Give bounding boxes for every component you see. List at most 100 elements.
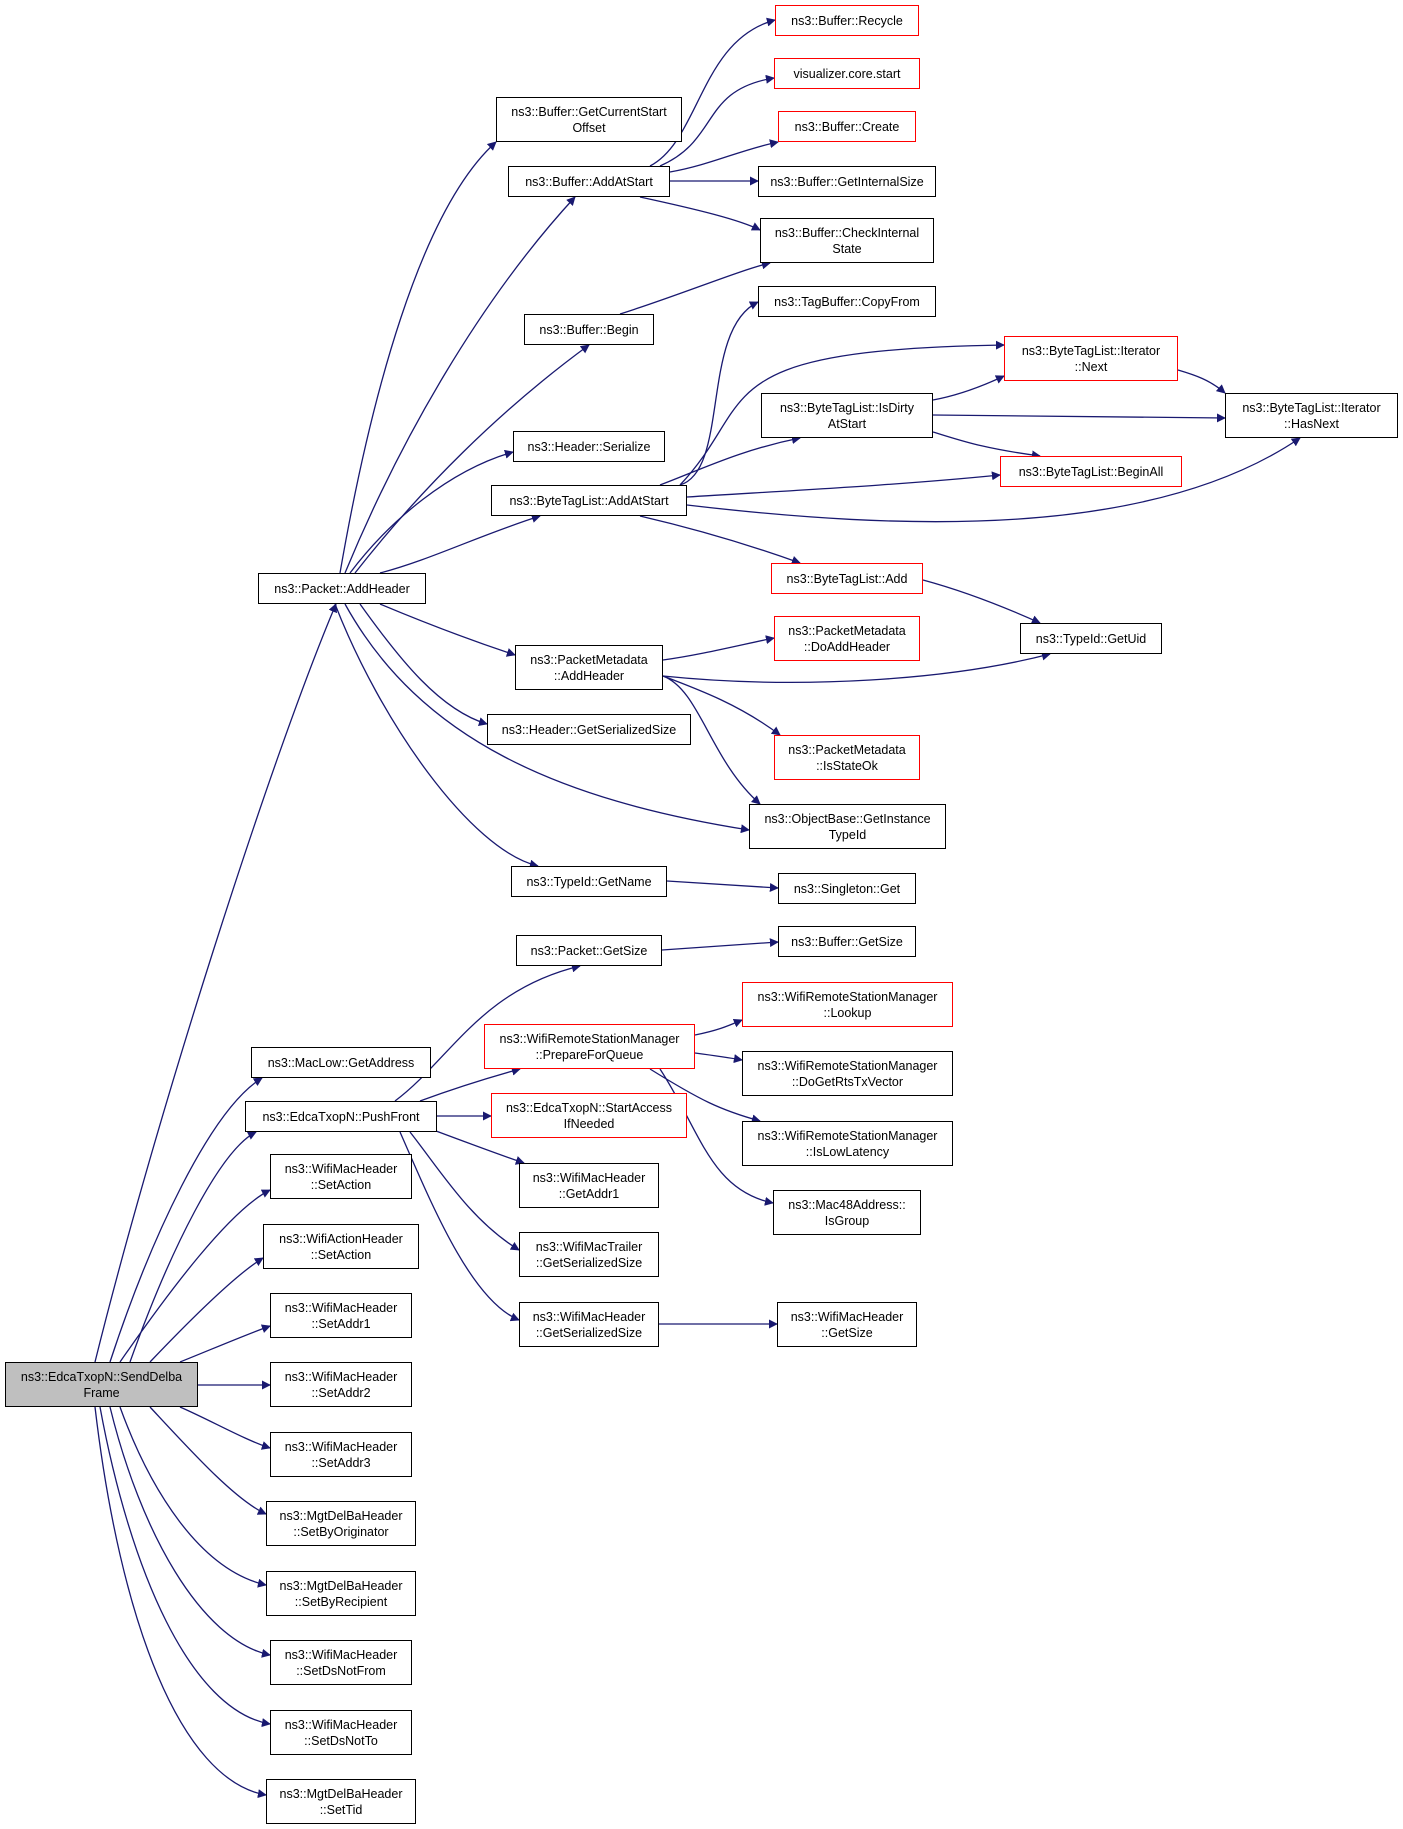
call-edge xyxy=(179,1324,271,1363)
node-mac48address-isgroup[interactable]: ns3::Mac48Address:: IsGroup xyxy=(773,1190,921,1235)
node-header-serialize[interactable]: ns3::Header::Serialize xyxy=(513,431,665,462)
node-buffer-recycle[interactable]: ns3::Buffer::Recycle xyxy=(775,5,919,36)
call-edge xyxy=(344,603,750,834)
call-edge xyxy=(349,449,514,574)
node-wifimacheader-getserializedsize[interactable]: ns3::WifiMacHeader ::GetSerializedSize xyxy=(519,1302,659,1347)
call-edge xyxy=(379,514,541,574)
call-edge xyxy=(354,344,590,574)
call-edge xyxy=(662,651,1051,683)
call-edge xyxy=(339,141,497,574)
node-bytetaglist-isdirtyatstart[interactable]: ns3::ByteTagList::IsDirty AtStart xyxy=(761,393,933,438)
node-buffer-checkinternalstate[interactable]: ns3::Buffer::CheckInternal State xyxy=(760,218,934,263)
node-wifimacheader-setaction[interactable]: ns3::WifiMacHeader ::SetAction xyxy=(270,1154,412,1199)
call-edge xyxy=(679,301,759,486)
call-edge xyxy=(662,675,761,805)
node-objectbase-getinstancetypeid[interactable]: ns3::ObjectBase::GetInstance TypeId xyxy=(749,804,946,849)
node-header-getserializedsize[interactable]: ns3::Header::GetSerializedSize xyxy=(487,714,691,745)
node-typeid-getuid[interactable]: ns3::TypeId::GetUid xyxy=(1020,623,1162,654)
call-edge xyxy=(639,515,801,565)
call-edge xyxy=(694,1052,743,1064)
call-edge xyxy=(334,603,539,869)
call-edge xyxy=(662,635,775,661)
call-edge xyxy=(619,260,771,315)
node-bytetaglist-iterator-next[interactable]: ns3::ByteTagList::Iterator ::Next xyxy=(1004,336,1178,381)
call-edge xyxy=(659,74,775,167)
node-mgtdelbaheader-setbyrecipient[interactable]: ns3::MgtDelBaHeader ::SetByRecipient xyxy=(266,1571,416,1616)
call-edge xyxy=(639,196,761,231)
node-wifiactionheader-setaction[interactable]: ns3::WifiActionHeader ::SetAction xyxy=(263,1224,419,1269)
node-wifimacheader-setdsnotfrom[interactable]: ns3::WifiMacHeader ::SetDsNotFrom xyxy=(270,1640,412,1685)
node-singleton-get[interactable]: ns3::Singleton::Get xyxy=(778,873,916,904)
node-wrsm-islowlatency[interactable]: ns3::WifiRemoteStationManager ::IsLowLat… xyxy=(742,1121,953,1166)
node-bytetaglist-iterator-hasnext[interactable]: ns3::ByteTagList::Iterator ::HasNext xyxy=(1225,393,1398,438)
node-maclow-getaddress[interactable]: ns3::MacLow::GetAddress xyxy=(251,1047,431,1078)
node-wifimacheader-setaddr1[interactable]: ns3::WifiMacHeader ::SetAddr1 xyxy=(270,1293,412,1338)
call-edge xyxy=(394,963,581,1102)
call-edge xyxy=(179,1406,271,1450)
call-edge xyxy=(932,375,1005,401)
node-packetmetadata-addheader[interactable]: ns3::PacketMetadata ::AddHeader xyxy=(515,645,663,690)
call-edge xyxy=(119,1189,271,1363)
call-edge xyxy=(379,603,516,657)
node-buffer-getcurrentstartoffset[interactable]: ns3::Buffer::GetCurrentStart Offset xyxy=(496,97,682,142)
node-wifimacheader-setaddr2[interactable]: ns3::WifiMacHeader ::SetAddr2 xyxy=(270,1362,412,1407)
call-edge xyxy=(109,1077,263,1363)
node-wrsm-dogetrtstxvector[interactable]: ns3::WifiRemoteStationManager ::DoGetRts… xyxy=(742,1051,953,1096)
node-buffer-addatstart[interactable]: ns3::Buffer::AddAtStart xyxy=(508,166,670,197)
node-packet-getsize[interactable]: ns3::Packet::GetSize xyxy=(516,935,662,966)
call-edge xyxy=(129,1131,257,1363)
node-visualizer-core-start[interactable]: visualizer.core.start xyxy=(774,58,920,89)
node-wrsm-prepareforqueue[interactable]: ns3::WifiRemoteStationManager ::PrepareF… xyxy=(484,1024,695,1069)
call-edge xyxy=(419,1066,521,1102)
node-mgtdelbaheader-setbyoriginator[interactable]: ns3::MgtDelBaHeader ::SetByOriginator xyxy=(266,1501,416,1546)
node-mgtdelbaheader-settid[interactable]: ns3::MgtDelBaHeader ::SetTid xyxy=(266,1779,416,1824)
call-edge xyxy=(109,1406,271,1658)
call-edge xyxy=(649,17,776,167)
call-edge xyxy=(94,603,337,1363)
node-wifimacheader-setaddr3[interactable]: ns3::WifiMacHeader ::SetAddr3 xyxy=(270,1432,412,1477)
call-edge xyxy=(922,579,1041,624)
call-edge xyxy=(659,435,801,486)
call-edge xyxy=(661,938,779,951)
call-edge xyxy=(94,1406,267,1799)
node-packet-addheader[interactable]: ns3::Packet::AddHeader xyxy=(258,573,426,604)
node-bytetaglist-beginall[interactable]: ns3::ByteTagList::BeginAll xyxy=(1000,456,1182,487)
node-buffer-begin[interactable]: ns3::Buffer::Begin xyxy=(524,314,654,345)
call-edge xyxy=(932,431,1041,460)
node-packetmetadata-doaddheader[interactable]: ns3::PacketMetadata ::DoAddHeader xyxy=(774,616,920,661)
call-edge xyxy=(359,603,488,726)
call-edge xyxy=(686,471,1001,498)
call-edge xyxy=(686,437,1301,523)
call-edge xyxy=(1177,369,1226,394)
node-edcatxopn-senddelbaframe: ns3::EdcaTxopN::SendDelba Frame xyxy=(5,1362,198,1407)
call-edge xyxy=(659,1068,774,1206)
call-edge xyxy=(119,1406,267,1588)
node-wrsm-lookup[interactable]: ns3::WifiRemoteStationManager ::Lookup xyxy=(742,982,953,1027)
call-edge xyxy=(666,880,779,892)
node-buffer-create[interactable]: ns3::Buffer::Create xyxy=(778,111,916,142)
node-edcatxopn-pushfront[interactable]: ns3::EdcaTxopN::PushFront xyxy=(245,1101,437,1132)
node-wifimactrailer-getserializedsize[interactable]: ns3::WifiMacTrailer ::GetSerializedSize xyxy=(519,1232,659,1277)
node-tagbuffer-copyfrom[interactable]: ns3::TagBuffer::CopyFrom xyxy=(758,286,936,317)
node-bytetaglist-add[interactable]: ns3::ByteTagList::Add xyxy=(771,563,923,594)
call-edge xyxy=(694,1018,743,1036)
node-buffer-getsize[interactable]: ns3::Buffer::GetSize xyxy=(778,926,916,957)
node-buffer-getinternalsize[interactable]: ns3::Buffer::GetInternalSize xyxy=(758,166,936,197)
call-edge xyxy=(932,413,1226,423)
node-bytetaglist-addatstart[interactable]: ns3::ByteTagList::AddAtStart xyxy=(491,485,687,516)
node-wifimacheader-getsize[interactable]: ns3::WifiMacHeader ::GetSize xyxy=(777,1302,917,1347)
node-edcatxopn-startaccessifneeded[interactable]: ns3::EdcaTxopN::StartAccess IfNeeded xyxy=(491,1093,687,1138)
call-edge xyxy=(669,139,779,173)
call-edge xyxy=(344,196,576,574)
call-edge xyxy=(149,1257,264,1363)
call-edge xyxy=(149,1406,267,1515)
node-typeid-getname[interactable]: ns3::TypeId::GetName xyxy=(511,866,667,897)
node-wifimacheader-getaddr1[interactable]: ns3::WifiMacHeader ::GetAddr1 xyxy=(519,1163,659,1208)
call-edge xyxy=(409,1131,520,1251)
node-wifimacheader-setdsnotto[interactable]: ns3::WifiMacHeader ::SetDsNotTo xyxy=(270,1710,412,1755)
node-packetmetadata-isstateok[interactable]: ns3::PacketMetadata ::IsStateOk xyxy=(774,735,920,780)
call-edge xyxy=(662,675,781,736)
call-edge xyxy=(679,340,1005,486)
call-edge xyxy=(99,1406,271,1728)
